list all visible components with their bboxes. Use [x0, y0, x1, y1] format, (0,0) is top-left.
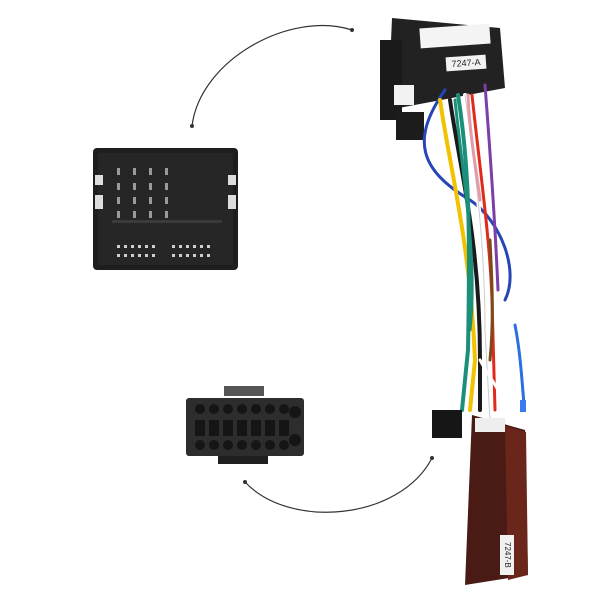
control-box-b [465, 415, 528, 585]
callout-arc-top [191, 25, 353, 127]
sixteen-pin-connector [186, 386, 304, 464]
wire-plug [432, 410, 462, 438]
quadlock-connector [93, 148, 238, 270]
callout-arc-bottom [244, 457, 433, 513]
wire-bundle [422, 83, 526, 422]
control-box-b-label: 7247-B [500, 535, 514, 575]
control-box-a-label: 7247-A [445, 54, 487, 72]
